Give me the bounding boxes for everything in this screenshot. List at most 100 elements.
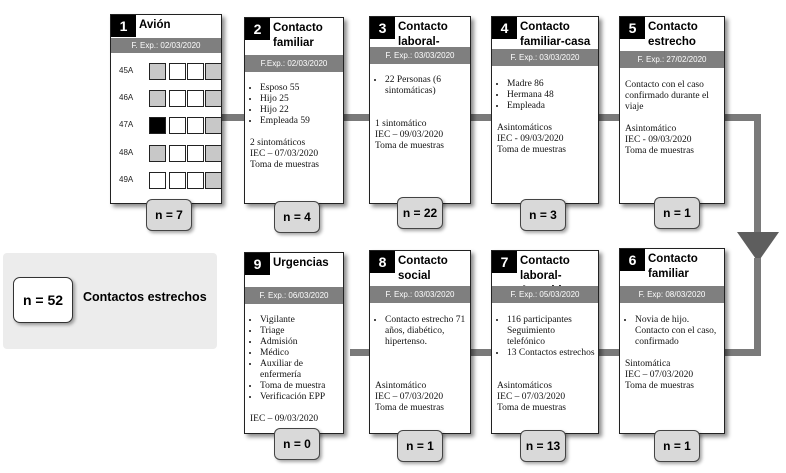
seat	[149, 145, 166, 162]
node-number: 3	[370, 17, 395, 39]
list-item: Verificación EPP	[260, 392, 340, 403]
arrow-down-icon	[737, 232, 779, 262]
count-pill: n = 1	[397, 430, 443, 462]
node-body: Novia de hijo. Contacto con el caso, con…	[625, 315, 721, 392]
note-line: Asintomático	[375, 381, 427, 391]
note-line: IEC – 07/03/2020	[250, 149, 319, 159]
seat	[205, 90, 221, 107]
seat	[205, 63, 221, 80]
count-pill: n = 1	[654, 430, 700, 462]
seat	[187, 145, 204, 162]
connector-top-row	[210, 114, 760, 121]
seat	[149, 172, 166, 189]
node-number: 5	[620, 17, 645, 39]
list-item: Hijo 22	[260, 105, 340, 116]
note-line: Toma de muestras	[375, 141, 444, 151]
note-line: Toma de muestras	[625, 146, 694, 156]
note-line: Toma de muestras	[497, 145, 566, 155]
note-line: IEC – 07/03/2020	[375, 392, 444, 402]
node-body: 22 Personas (6 sintomáticas) 1 sintomáti…	[375, 75, 467, 152]
note-line: 1 sintomático	[375, 119, 427, 129]
seat-row: 45A	[119, 63, 221, 81]
count-pill: n = 7	[146, 199, 192, 231]
seat	[205, 117, 221, 134]
seat-row: 48A	[119, 145, 221, 163]
node-body: Vigilante Triage Admisión Médico Auxilia…	[250, 315, 340, 425]
node-title: Urgencias	[273, 257, 329, 269]
note-line: Asintomáticos	[497, 123, 552, 133]
seat	[169, 63, 186, 80]
contact-list: Novia de hijo. Contacto con el caso, con…	[625, 315, 721, 348]
contact-list: 116 participantes Seguimiento telefónico…	[497, 315, 595, 359]
node-card-7: 7 Contacto laboral-Asamblea F. Exp.: 05/…	[491, 250, 599, 434]
seat	[187, 172, 204, 189]
list-item: Toma de muestra	[260, 381, 340, 392]
seat	[187, 90, 204, 107]
count-pill: n = 4	[274, 201, 320, 233]
list-item: Triage	[260, 326, 340, 337]
seat-row-label: 48A	[119, 148, 134, 157]
list-item: Vigilante	[260, 315, 340, 326]
node-number: 7	[492, 251, 517, 273]
node-title: Contacto familiar	[648, 253, 698, 280]
seat	[169, 145, 186, 162]
list-item: Madre 86	[507, 79, 595, 90]
node-body: Contacto con el caso confirmado durante …	[625, 80, 721, 157]
connector-right-vertical	[754, 114, 761, 234]
contact-list: 22 Personas (6 sintomáticas)	[375, 75, 467, 97]
note-line: IEC - 09/03/2020	[625, 135, 692, 145]
list-item: Admisión	[260, 337, 340, 348]
seat	[169, 117, 186, 134]
note-line: Toma de muestras	[625, 381, 694, 391]
seat-row-label: 45A	[119, 66, 134, 75]
count-pill: n = 13	[520, 430, 566, 462]
node-card-9: 9 Urgencias F. Exp.: 06/03/2020 Vigilant…	[244, 252, 344, 434]
exposure-date: F. Exp: 08/03/2020	[620, 286, 724, 303]
list-item: Contacto estrecho 71 años, diabético, hi…	[385, 315, 467, 348]
note-line: IEC – 07/03/2020	[497, 392, 566, 402]
node-header: 1 Avión	[111, 15, 221, 59]
seat	[205, 172, 221, 189]
node-card-3: 3 Contacto laboral-empresa F. Exp.: 03/0…	[369, 16, 471, 204]
note-line: Toma de muestras	[250, 160, 319, 170]
node-number: 6	[620, 249, 645, 271]
seat	[187, 117, 204, 134]
node-header: 2 Contacto familiar	[245, 18, 343, 62]
exposure-date: F. Exp.: 05/03/2020	[492, 286, 598, 303]
total-count: n = 52	[13, 277, 73, 323]
note-line: 2 sintomáticos	[250, 138, 306, 148]
connector-right-lower	[754, 258, 761, 356]
exposure-date: F. Exp.: 27/02/2020	[620, 51, 724, 68]
node-card-5: 5 Contacto estrecho viaje F. Exp.: 27/02…	[619, 16, 725, 204]
node-header: 9 Urgencias	[245, 253, 343, 297]
seat-row-label: 47A	[119, 120, 134, 129]
exposure-date: F. Exp.: 03/03/2020	[370, 47, 470, 64]
total-panel: n = 52 Contactos estrechos	[3, 253, 217, 349]
list-item: Hijo 25	[260, 94, 340, 105]
node-number: 9	[245, 253, 270, 275]
list-item: 13 Contactos estrechos	[507, 348, 595, 359]
node-card-4: 4 Contacto familiar-casa materna F. Exp.…	[491, 16, 599, 204]
exposure-date: F. Exp.: 03/03/2020	[370, 286, 470, 303]
list-item: 116 participantes Seguimiento telefónico	[507, 315, 595, 348]
list-item: Novia de hijo. Contacto con el caso, con…	[635, 315, 721, 348]
node-card-6: 6 Contacto familiar F. Exp: 08/03/2020 N…	[619, 248, 725, 434]
exposure-date: F.Exp.: 02/03/2020	[245, 55, 343, 72]
note-line: Toma de muestras	[497, 403, 566, 413]
seat	[187, 63, 204, 80]
note-line: IEC – 09/03/2020	[375, 130, 444, 140]
node-body: Esposo 55 Hijo 25 Hijo 22 Empleada 59 2 …	[250, 83, 340, 171]
list-item: Empleada 59	[260, 116, 340, 127]
seat-row: 49A	[119, 172, 221, 190]
note-line: Asintomáticos	[497, 381, 552, 391]
note-line: IEC - 09/03/2020	[497, 134, 564, 144]
count-pill: n = 22	[397, 197, 443, 229]
node-card-2: 2 Contacto familiar F.Exp.: 02/03/2020 E…	[244, 17, 344, 204]
note-line: IEC – 07/03/2020	[625, 370, 694, 380]
node-body: Contacto estrecho 71 años, diabético, hi…	[375, 315, 467, 414]
contact-list: Esposo 55 Hijo 25 Hijo 22 Empleada 59	[250, 83, 340, 127]
contact-list: Vigilante Triage Admisión Médico Auxilia…	[250, 315, 340, 403]
note-line: Asintomático	[625, 124, 677, 134]
contact-list: Madre 86 Hermana 48 Empleada	[497, 79, 595, 112]
node-header: 8 Contacto social	[370, 251, 470, 295]
